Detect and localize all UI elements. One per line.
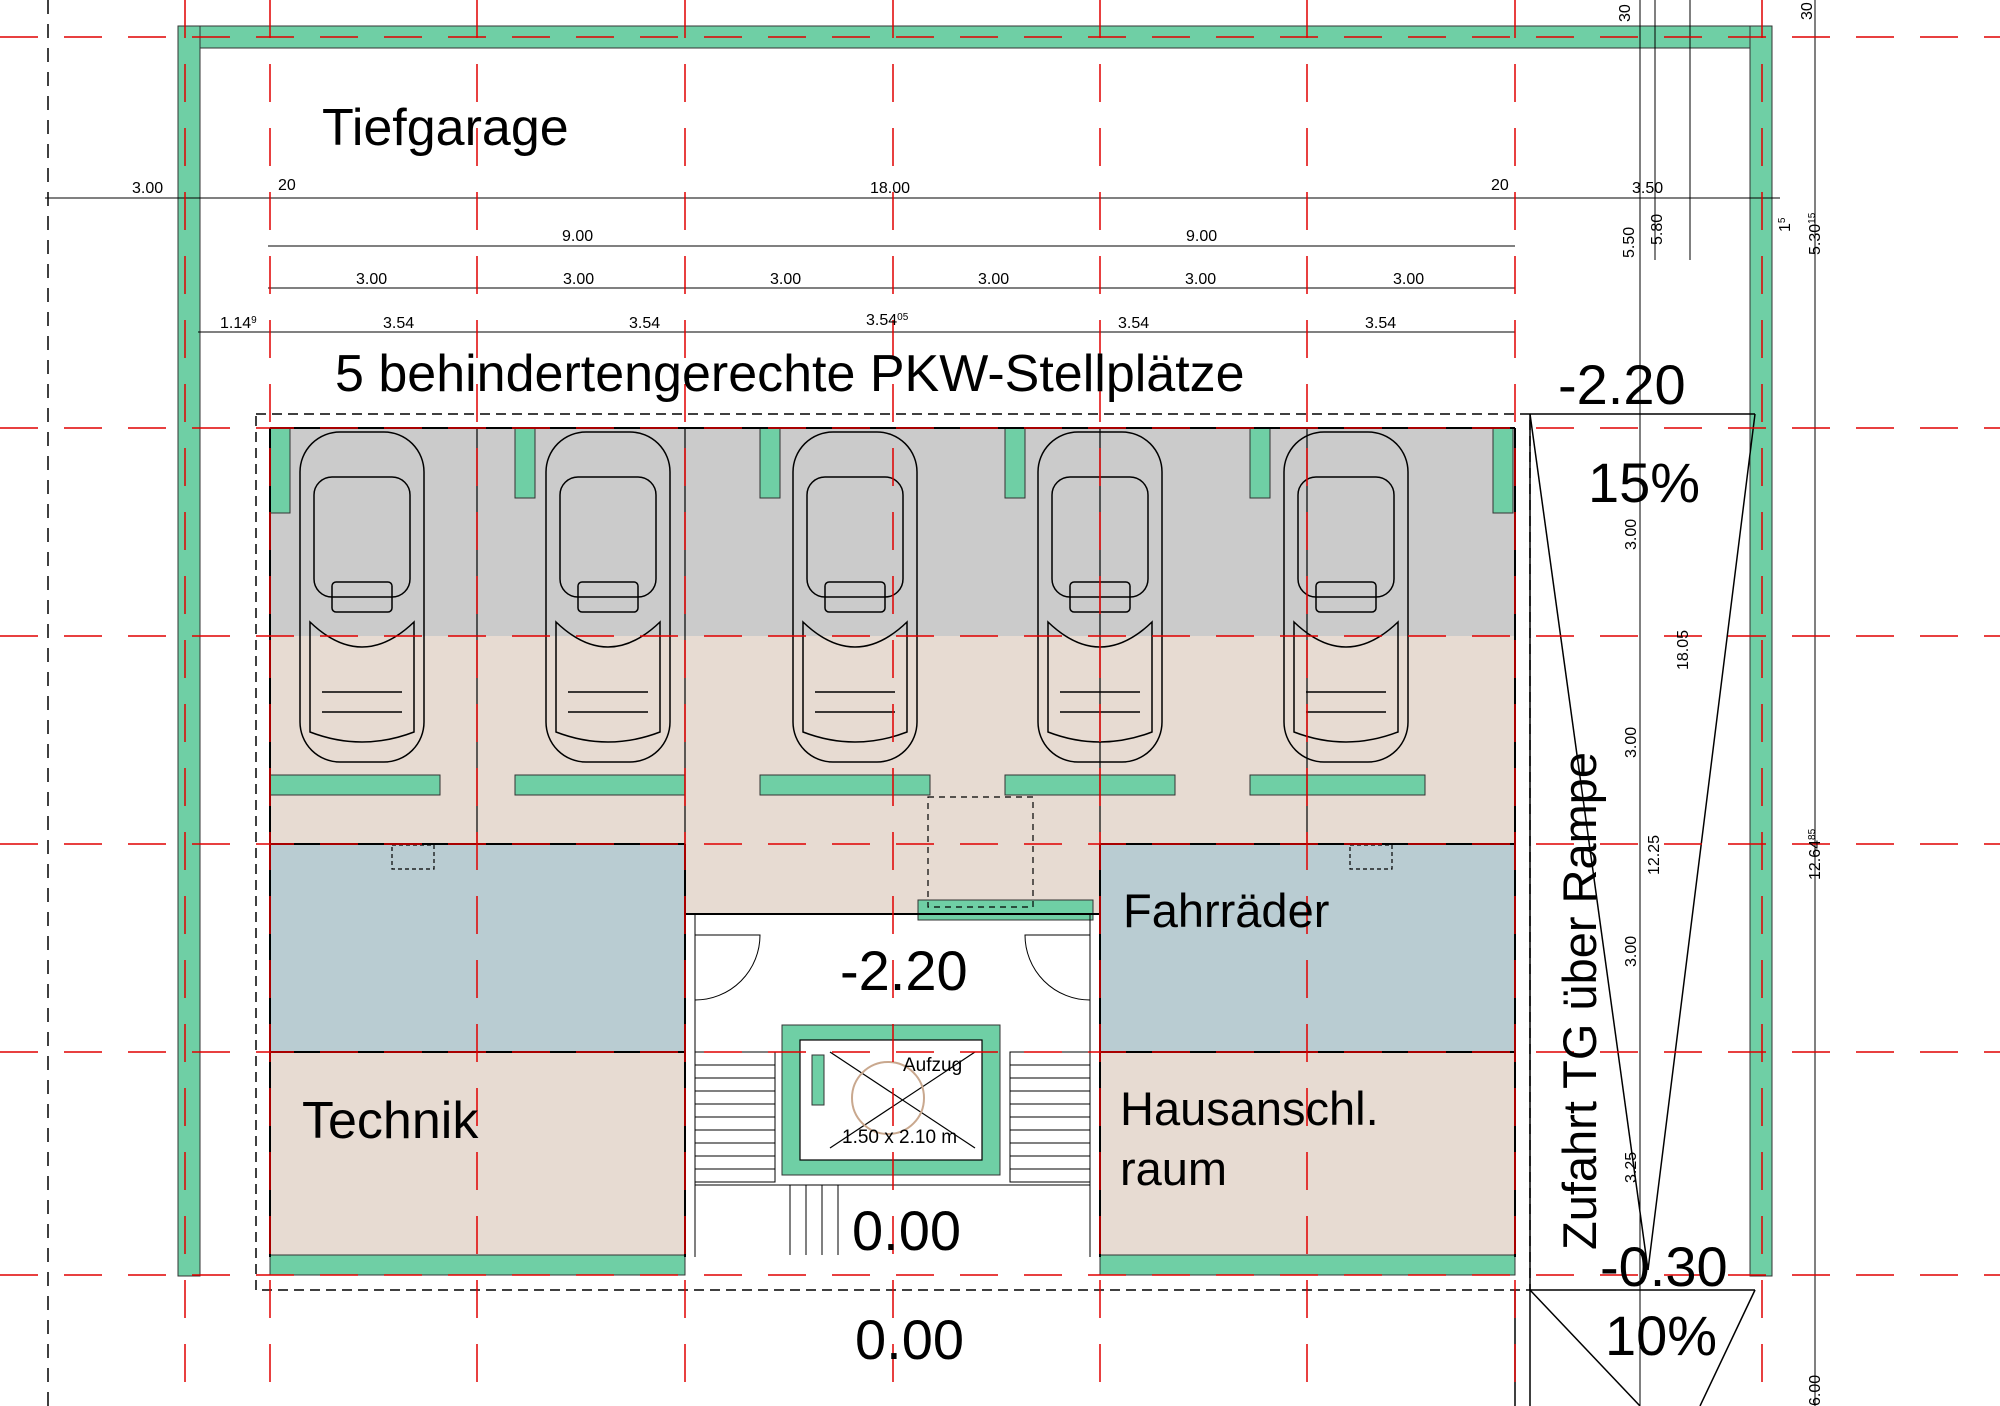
technik-label: Technik	[302, 1092, 479, 1150]
vdim-30-right: 30	[1799, 2, 1816, 20]
bikes-label: Fahrräder	[1123, 884, 1330, 937]
wall-left	[177, 25, 201, 1277]
dim-left: 3.00	[132, 180, 164, 197]
lift-label: Aufzug	[903, 1055, 963, 1076]
wall-lobby	[917, 899, 1094, 921]
vdim-580: 5.80	[1649, 213, 1666, 245]
ramp-slope-label-2: 10%	[1605, 1304, 1718, 1367]
cars	[299, 431, 1409, 763]
ramp-slope-label: 15%	[1588, 451, 1701, 514]
ramp-level-top: -2.20	[1558, 353, 1686, 416]
bike-room-right	[1100, 844, 1515, 1052]
vdim-300c: 3.00	[1623, 935, 1640, 967]
vdim-15: 15	[1777, 217, 1794, 232]
vdim-325: 3.25	[1623, 1151, 1640, 1183]
vdim-550: 5.50	[1621, 226, 1638, 258]
stair-level: 0.00	[852, 1199, 961, 1262]
car-3	[792, 431, 918, 763]
entrance-level: 0.00	[855, 1308, 964, 1371]
wall-bottom-left	[269, 1254, 686, 1276]
staircase	[694, 934, 1091, 1255]
vdim-530: 5.3015	[1807, 212, 1824, 255]
hausanschl-label-2: raum	[1120, 1142, 1228, 1195]
dim-bay: 3.00	[563, 271, 595, 288]
dim-bay: 3.00	[1185, 271, 1217, 288]
vdim-600: 6.00	[1807, 1374, 1824, 1406]
dim-bay: 3.00	[770, 271, 802, 288]
wall-bottom-right	[1099, 1254, 1516, 1276]
dim-stall: 3.54	[1365, 315, 1397, 332]
dim-gap-left: 20	[278, 177, 296, 194]
pillars	[269, 427, 1426, 796]
markers	[391, 844, 1393, 870]
title-label: Tiefgarage	[322, 99, 569, 157]
dim-half-2: 9.00	[1186, 228, 1218, 245]
vdim-30: 30	[1617, 4, 1634, 22]
vdim-1805: 18.05	[1675, 629, 1692, 670]
dim-right: 3.50	[1632, 180, 1664, 197]
dim-bay: 3.00	[1393, 271, 1425, 288]
dim-stall: 3.54	[629, 315, 661, 332]
car-5	[1283, 431, 1409, 763]
car-2	[545, 431, 671, 763]
car-1	[299, 431, 425, 763]
vdim-300b: 3.00	[1623, 726, 1640, 758]
parking-label: 5 behindertengerechte PKW-Stellplätze	[335, 345, 1245, 403]
wall-right	[1749, 25, 1773, 1277]
dim-main: 18.00	[870, 180, 911, 197]
vdim-300a: 3.00	[1623, 518, 1640, 550]
lobby-level: -2.20	[840, 939, 968, 1002]
dim-bay: 3.00	[356, 271, 388, 288]
dim-half-1: 9.00	[562, 228, 594, 245]
dim-offset: 1.149	[220, 315, 257, 332]
dim-gap-right: 20	[1491, 177, 1509, 194]
wall-inner-right	[1492, 427, 1514, 514]
lift-size-label: 1.50 x 2.10 m	[842, 1127, 958, 1148]
elevator	[781, 1024, 1001, 1176]
hausanschl-label-1: Hausanschl.	[1120, 1082, 1379, 1135]
vdim-1225: 12.25	[1646, 834, 1663, 875]
wheelchair-icon	[851, 1061, 925, 1135]
dashed-corridor	[927, 796, 1034, 908]
dim-stall: 3.54	[1118, 315, 1150, 332]
ramp-access-label: Zufahrt TG über Rampe	[1553, 751, 1606, 1250]
wall-inner-left	[269, 427, 291, 514]
vdim-1264: 12.6485	[1807, 828, 1824, 880]
dim-stall: 3.54	[383, 315, 415, 332]
dim-bay: 3.00	[978, 271, 1010, 288]
bike-room	[270, 844, 685, 1052]
dim-stall: 3.5405	[866, 312, 909, 329]
ramp-level-bottom: -0.30	[1600, 1235, 1728, 1298]
